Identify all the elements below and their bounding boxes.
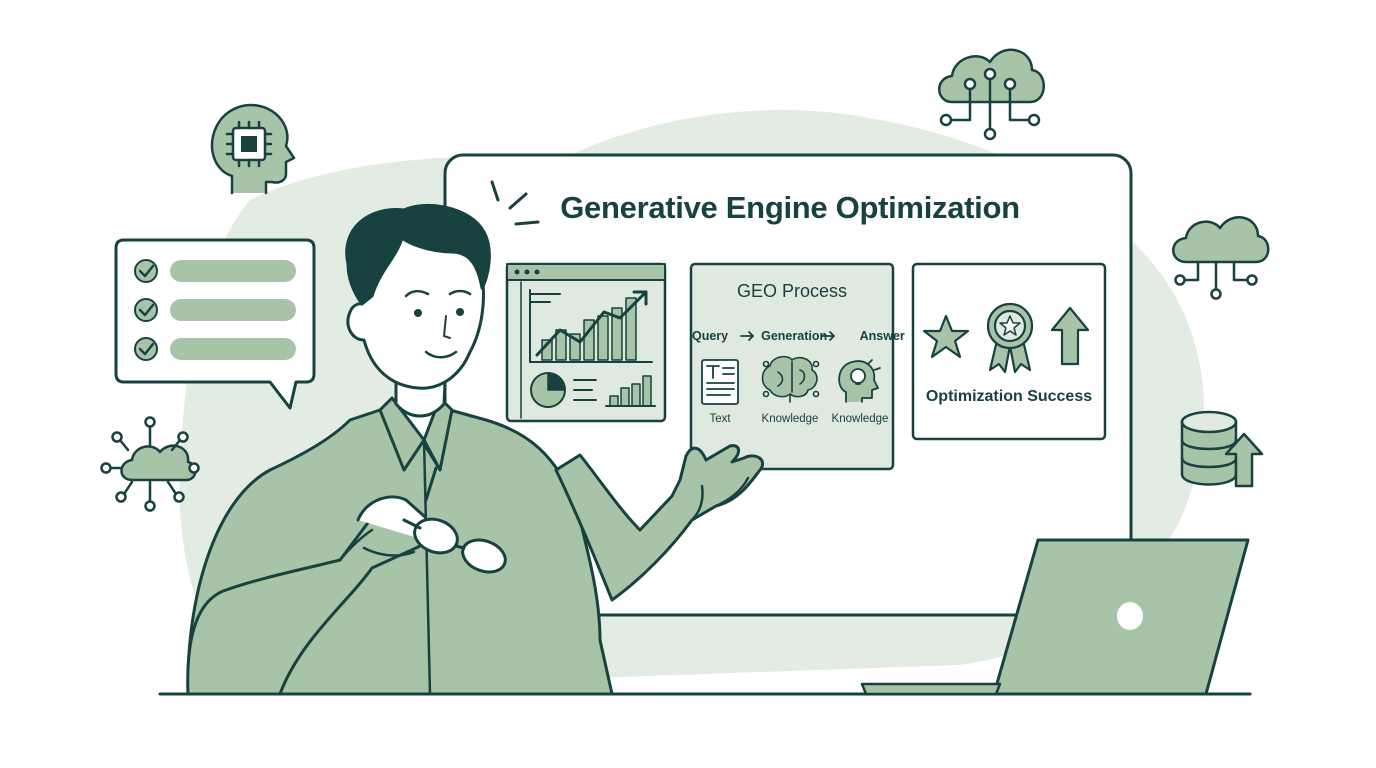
geo-flow: Query Generation Answer: [692, 329, 905, 343]
pie-chart-icon: [530, 372, 597, 408]
star-icon: [922, 314, 970, 359]
award-badge-icon: [986, 302, 1034, 374]
checklist-bubble-icon: [114, 238, 316, 410]
board-title: Generative Engine Optimization: [560, 190, 1020, 225]
idea-head-icon: [838, 359, 881, 403]
flow-arrows: [740, 331, 835, 341]
cloud-network-icon: [938, 48, 1045, 141]
database-upload-icon: [1180, 410, 1264, 488]
person-presenter: [186, 203, 765, 696]
cloud-network-icon: [100, 416, 200, 512]
caption-knowledge: Knowledge: [761, 413, 819, 425]
chart-panel: [505, 262, 667, 423]
flow-step-answer: Answer: [859, 329, 905, 343]
spark-lines: [490, 180, 540, 226]
up-arrow-icon: [1050, 306, 1090, 366]
optimization-success-label: Optimization Success: [925, 388, 1093, 405]
laptop-icon: [860, 538, 1250, 696]
document-icon: [701, 359, 739, 405]
bar-chart-icon: [605, 375, 656, 407]
cloud-network-icon: [1172, 216, 1270, 300]
geo-process-title: GEO Process: [736, 281, 848, 301]
flow-step-generation: Generation: [761, 329, 828, 343]
glasses-icon: [402, 466, 507, 574]
brain-icon: [761, 355, 820, 403]
ai-brain-chip-icon: [210, 103, 296, 195]
caption-knowledge-2: Knowledge: [831, 413, 889, 425]
flow-step-query: Query: [692, 329, 729, 343]
line-chart-icon: [529, 289, 653, 363]
caption-text: Text: [709, 413, 731, 425]
